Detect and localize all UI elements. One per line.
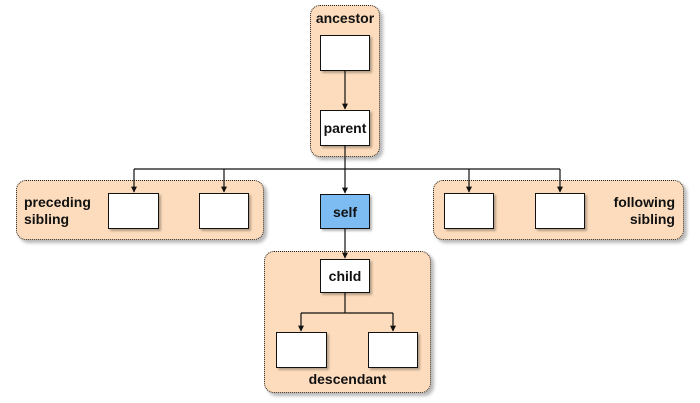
following-sibling-node-1 (444, 193, 494, 229)
following-sibling-label-line1: following (613, 194, 675, 210)
preceding-sibling-node-1 (108, 193, 159, 229)
preceding-sibling-label: preceding sibling (24, 194, 104, 228)
following-sibling-label-line2: sibling (629, 211, 675, 227)
descendant-node-1 (276, 332, 327, 368)
following-sibling-node-2 (535, 193, 585, 229)
preceding-sibling-node-2 (199, 193, 249, 229)
descendant-label: descendant (308, 371, 387, 387)
following-sibling-label: following sibling (595, 194, 675, 228)
ancestor-node (320, 35, 370, 71)
preceding-sibling-label-line2: sibling (24, 211, 70, 227)
self-node: self (320, 194, 370, 229)
preceding-sibling-label-line1: preceding (24, 194, 91, 210)
descendant-node-2 (368, 332, 418, 368)
child-node: child (320, 259, 370, 293)
ancestor-label: ancestor (315, 10, 375, 26)
parent-node: parent (320, 110, 370, 146)
